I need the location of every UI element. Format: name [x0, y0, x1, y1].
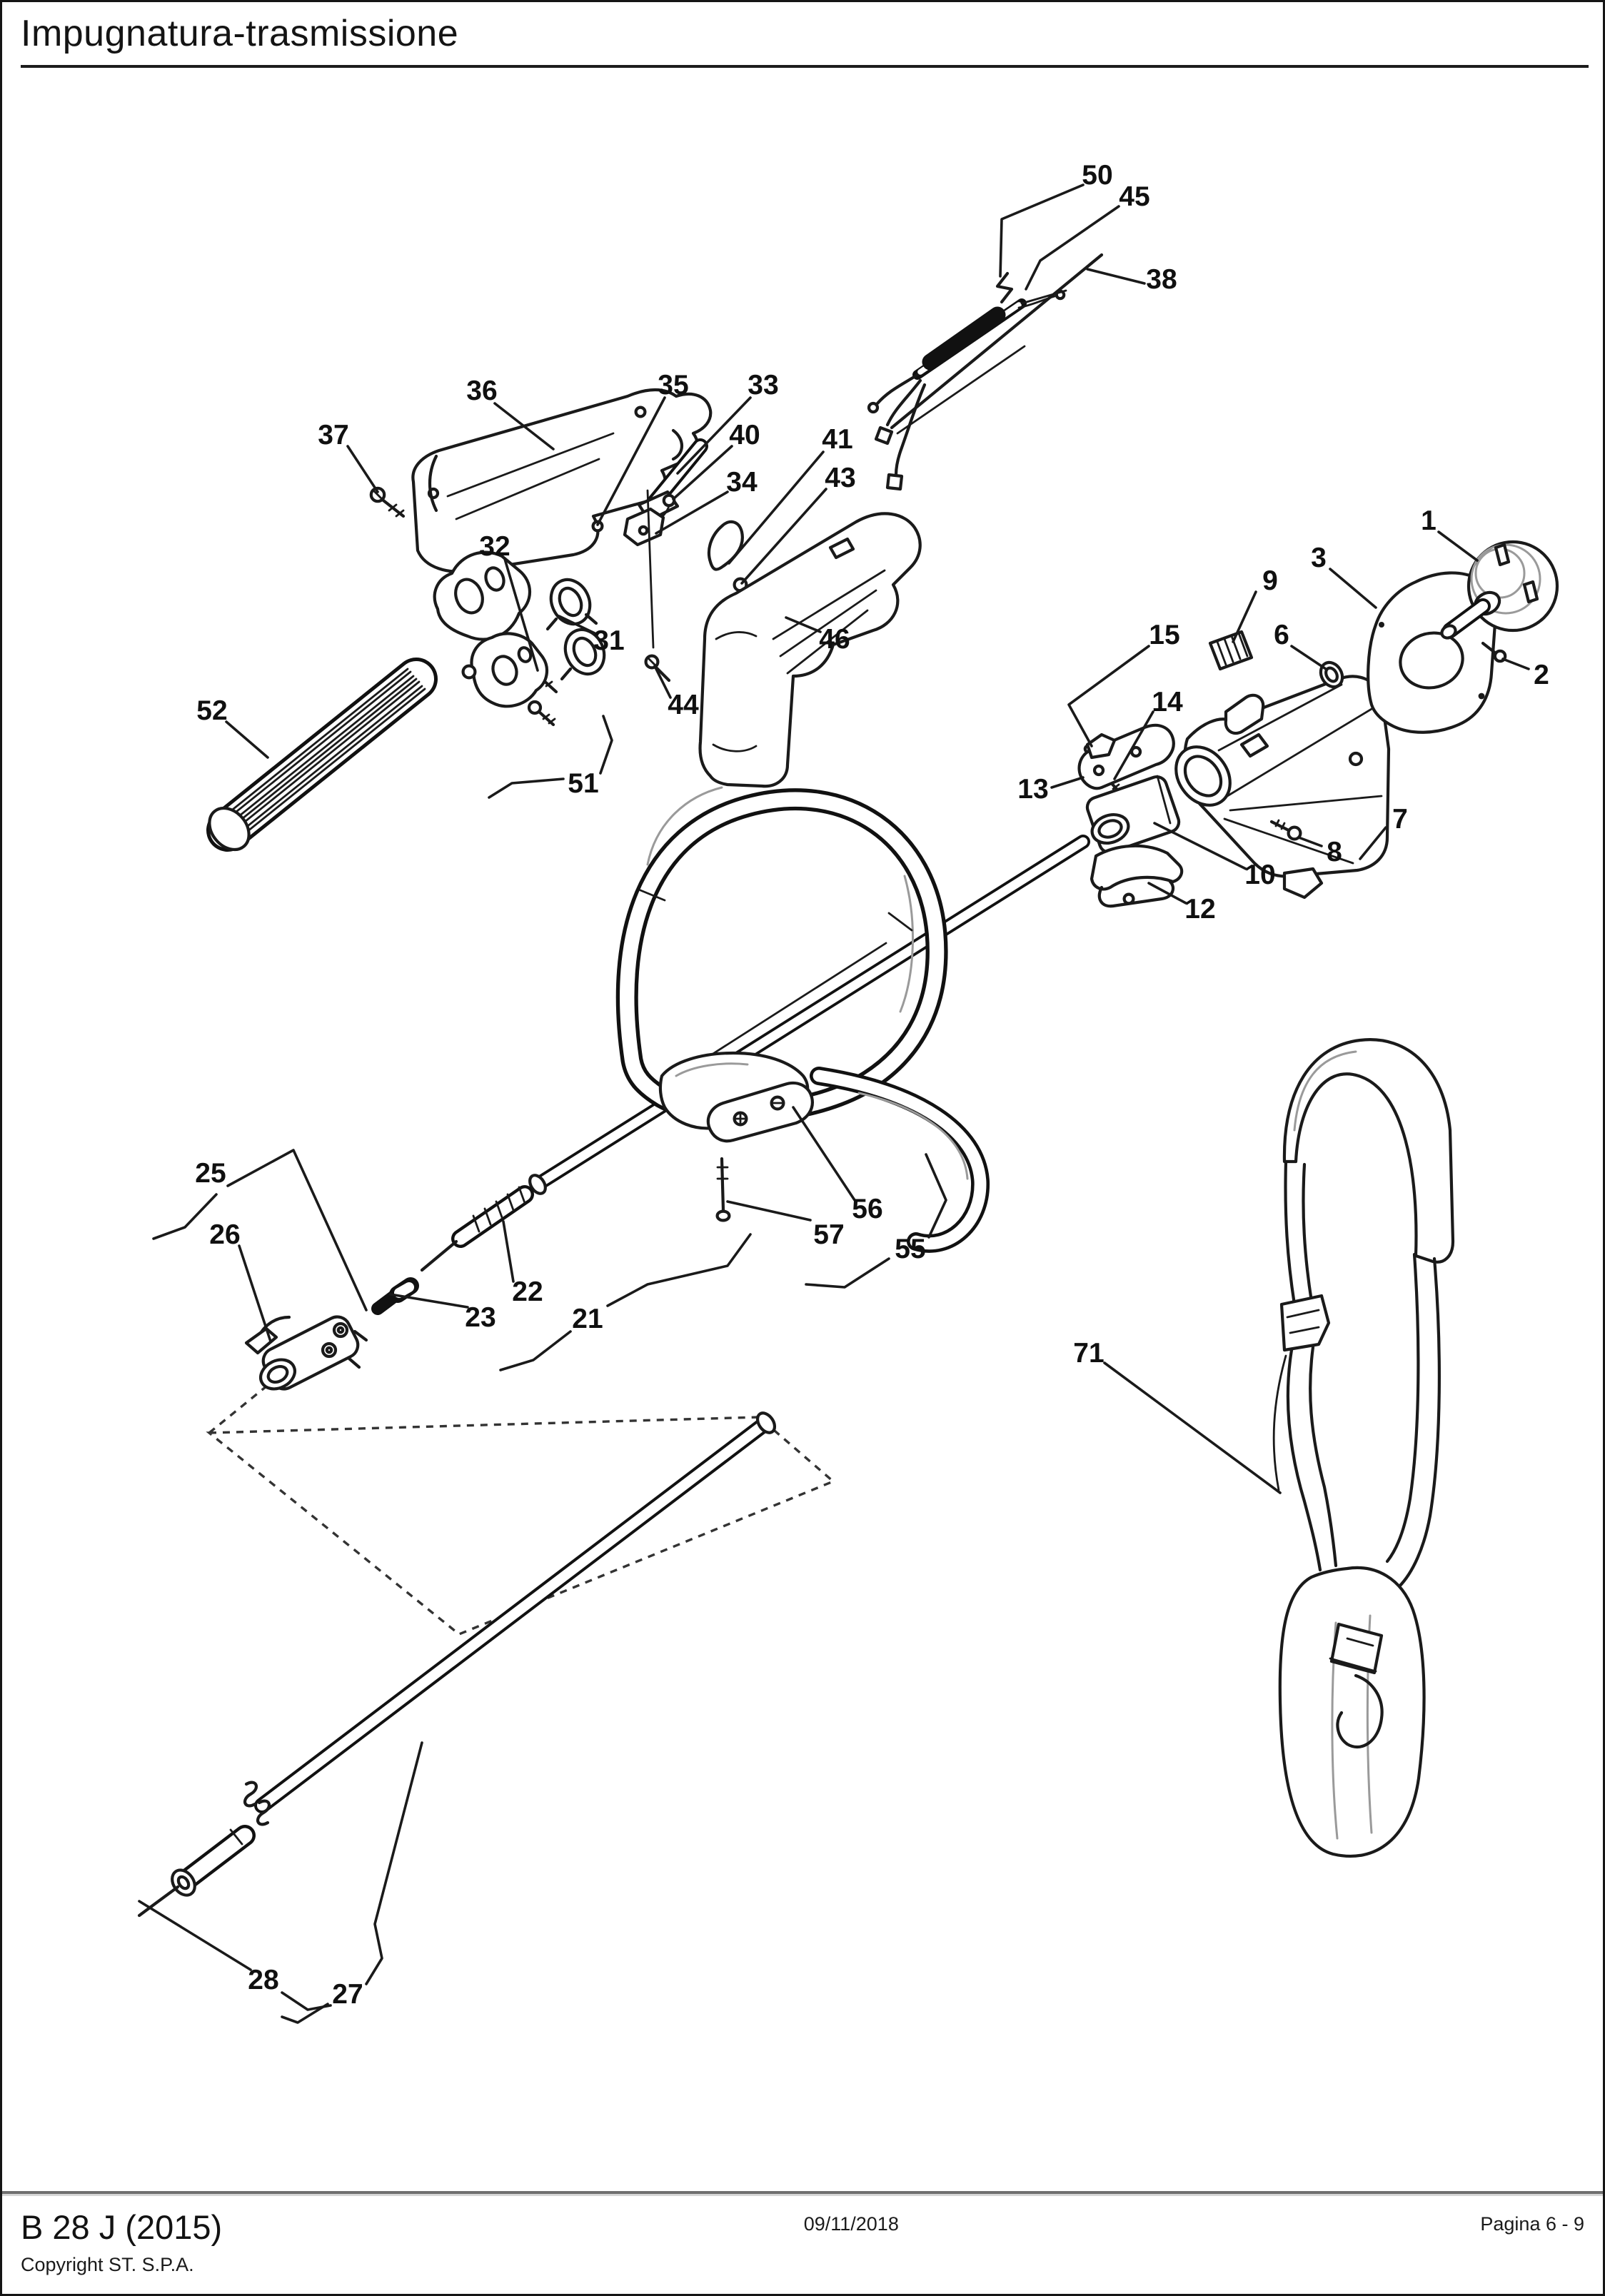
part-callout-10: 10 [1244, 860, 1275, 890]
throttle-cable-art [867, 253, 1104, 491]
harness-art [1272, 1038, 1455, 1858]
handle-mount-brackets-art [433, 550, 556, 727]
footer-divider [2, 2191, 1603, 2196]
part-callout-38: 38 [1146, 264, 1177, 295]
front-handle-upper-housing-art [369, 388, 713, 573]
part-callout-55: 55 [895, 1234, 925, 1264]
shaft-clamp-art [1077, 723, 1184, 908]
part-callout-6: 6 [1274, 620, 1289, 650]
part-callout-14: 14 [1152, 687, 1183, 718]
part-callout-25: 25 [195, 1158, 226, 1189]
part-callout-40: 40 [729, 420, 760, 450]
part-callout-44: 44 [668, 690, 699, 720]
part-callout-41: 41 [822, 424, 852, 455]
copyright-text: Copyright ST. S.P.A. [21, 2254, 194, 2275]
part-callout-34: 34 [726, 467, 758, 498]
part-callout-12: 12 [1184, 894, 1215, 925]
footer-date: 09/11/2018 [803, 2213, 899, 2235]
part-callout-51: 51 [568, 768, 598, 799]
part-callout-52: 52 [196, 695, 227, 726]
part-callout-27: 27 [332, 1979, 363, 2010]
part-callout-9: 9 [1262, 565, 1278, 596]
part-callout-43: 43 [825, 463, 855, 493]
part-callout-8: 8 [1327, 837, 1342, 867]
page-header: Impugnatura-trasmissione [21, 12, 1589, 68]
part-callout-37: 37 [318, 420, 348, 450]
part-callout-23: 23 [465, 1302, 495, 1333]
rear-handle-lower-housing-art [698, 512, 922, 788]
leader-lines [138, 183, 1530, 2024]
footer-left: B 28 J (2015) Copyright ST. S.P.A. [21, 2207, 222, 2276]
part-callout-31: 31 [593, 625, 624, 656]
part-callout-21: 21 [572, 1304, 603, 1334]
part-callout-32: 32 [479, 531, 510, 562]
part-callout-28: 28 [248, 1965, 278, 1995]
part-callout-57: 57 [813, 1219, 844, 1250]
page-footer: B 28 J (2015) Copyright ST. S.P.A. 09/11… [2, 2191, 1603, 2276]
phantom-outline [206, 1363, 836, 1636]
part-callout-36: 36 [466, 376, 497, 406]
part-callout-46: 46 [819, 624, 850, 655]
header-divider [21, 65, 1589, 68]
part-callout-1: 1 [1421, 505, 1437, 536]
page-title: Impugnatura-trasmissione [21, 13, 459, 54]
part-callout-2: 2 [1534, 660, 1549, 690]
lower-drive-tube-art [137, 1411, 777, 1918]
part-callout-56: 56 [852, 1194, 882, 1224]
footer-page-number: Pagina 6 - 9 [1480, 2213, 1584, 2235]
part-callout-50: 50 [1082, 160, 1112, 191]
part-callout-26: 26 [209, 1219, 240, 1250]
part-callout-15: 15 [1149, 620, 1179, 650]
model-name: B 28 J (2015) [21, 2208, 223, 2246]
part-callout-3: 3 [1311, 543, 1327, 573]
part-callouts: 1236789101213141521222325262728313233343… [195, 160, 1549, 2010]
part-callout-35: 35 [658, 370, 688, 401]
part-callout-7: 7 [1392, 804, 1408, 835]
loop-handle-art [615, 786, 990, 1253]
part-callout-33: 33 [748, 370, 778, 401]
part-callout-71: 71 [1073, 1338, 1104, 1369]
part-callout-45: 45 [1119, 181, 1149, 212]
grip-art [206, 658, 438, 852]
clutch-housing-art [1174, 675, 1391, 900]
starter-side-art [1208, 540, 1559, 734]
part-callout-13: 13 [1017, 774, 1048, 805]
upper-drive-tube-art [371, 835, 1090, 1315]
part-callout-22: 22 [512, 1277, 543, 1307]
